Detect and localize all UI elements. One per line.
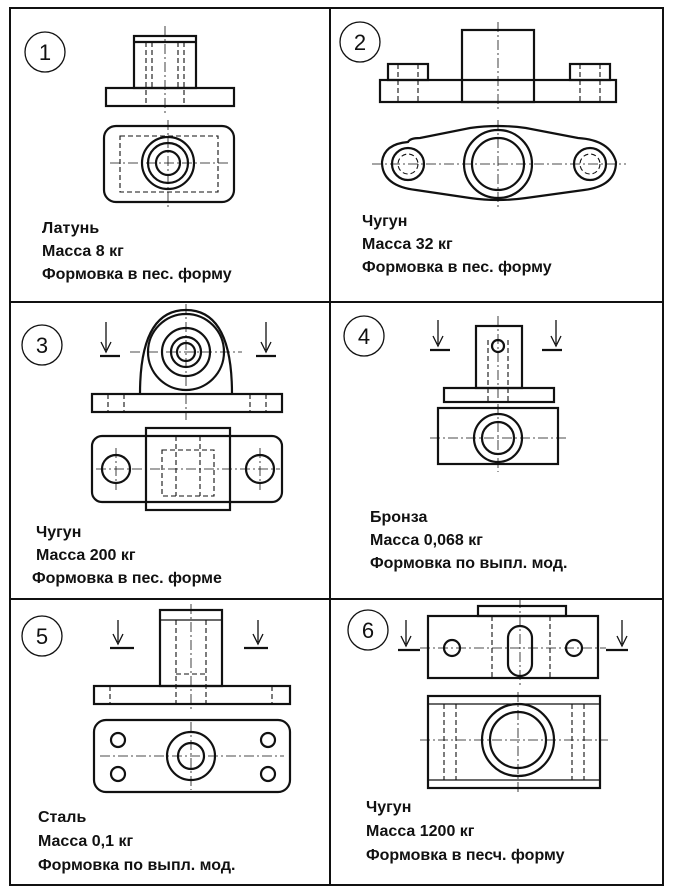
mass-label: Масса 0,068 кг [370, 532, 483, 549]
material-label: Чугун [366, 799, 411, 816]
molding-label: Формовка в песч. форму [366, 847, 565, 864]
number-circle [21, 324, 63, 366]
material-label: Чугун [36, 524, 81, 541]
cell-number: 1 [39, 40, 51, 65]
number-circle [21, 615, 63, 657]
number-circle [339, 21, 381, 63]
drawing-part-5 [92, 604, 292, 794]
drawing-part-4 [430, 316, 566, 472]
mass-label: Масса 200 кг [36, 547, 136, 564]
cell-1: 1 Латунь Масса 8 кг Формовка в пес. форм… [24, 26, 236, 283]
cell-number: 5 [36, 624, 48, 649]
number-circle [347, 609, 389, 651]
mass-label: Масса 1200 кг [366, 823, 475, 840]
material-label: Бронза [370, 509, 427, 526]
cell-5: 5 [21, 604, 292, 874]
cell-number: 2 [354, 30, 366, 55]
number-circle [343, 315, 385, 357]
mass-label: Масса 0,1 кг [38, 833, 133, 850]
cell-6: 6 [347, 598, 628, 864]
molding-label: Формовка по выпл. мод. [38, 857, 235, 874]
mass-label: Масса 8 кг [42, 243, 124, 260]
molding-label: Формовка в пес. форме [32, 570, 222, 587]
drawing-part-3 [90, 304, 284, 512]
material-label: Чугун [362, 213, 407, 230]
cell-2: 2 Чугун Масса 32 кг Формовка в пес. [339, 21, 626, 276]
cell-3: 3 [21, 304, 284, 587]
cell-4: 4 Бронза Масса 0,068 кг Формовка по [343, 315, 567, 572]
mass-label: Масса 32 кг [362, 236, 453, 253]
cell-number: 3 [36, 333, 48, 358]
cell-number: 4 [358, 324, 370, 349]
material-label: Сталь [38, 809, 86, 826]
drawing-part-6 [398, 598, 628, 792]
number-circle [24, 31, 66, 73]
molding-label: Формовка по выпл. мод. [370, 555, 567, 572]
drawing-part-2 [372, 22, 626, 208]
cell-number: 6 [362, 618, 374, 643]
molding-label: Формовка в пес. форму [42, 266, 232, 283]
material-label: Латунь [42, 220, 99, 237]
drawing-part-1 [102, 26, 236, 208]
molding-label: Формовка в пес. форму [362, 259, 552, 276]
grid-frame [9, 7, 664, 886]
